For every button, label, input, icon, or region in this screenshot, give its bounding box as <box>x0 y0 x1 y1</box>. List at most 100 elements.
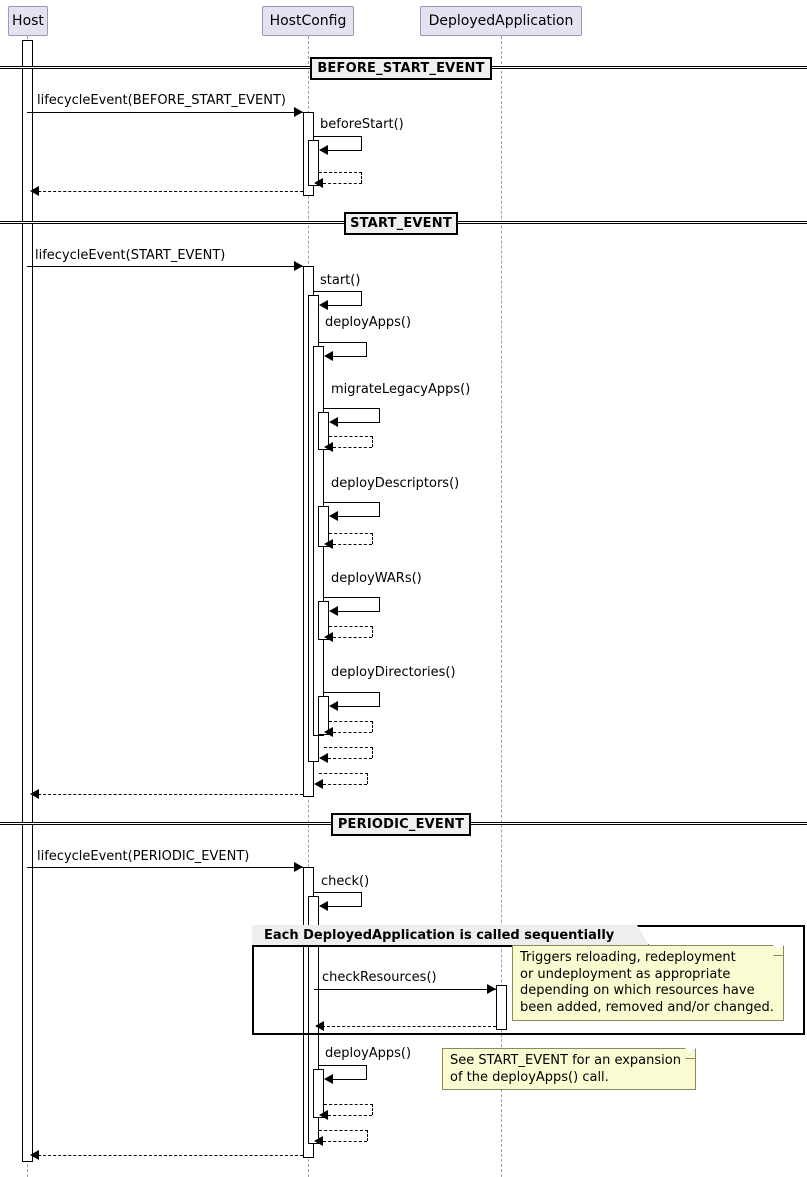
note-check-resources: Triggers reloading, redeployment or unde… <box>512 945 784 1021</box>
message-label-checkresources: checkResources() <box>322 970 437 985</box>
message-arrow-deploywars <box>329 606 338 616</box>
message-arrow-deploydirectories-return <box>324 727 333 737</box>
message-arrow-deployapps-start <box>324 351 333 361</box>
message-line-deployapps-periodic-bottom <box>328 1079 367 1080</box>
message-line-deploydescriptors-right <box>379 502 380 516</box>
message-line-checkresources <box>314 989 496 990</box>
divider-periodic-event-label: PERIODIC_EVENT <box>337 817 465 832</box>
message-arrow-deployapps-periodic <box>324 1074 333 1084</box>
message-arrow-start-return <box>314 779 323 789</box>
message-line-deployapps-start-top <box>319 342 367 343</box>
message-line-before-start-bottom <box>323 150 362 151</box>
message-line-deployapps-start-return-right <box>372 747 373 758</box>
message-line-check-right <box>361 892 362 906</box>
activation-hostconfig-before-start-self <box>308 140 319 186</box>
message-line-start-return-right <box>367 773 368 784</box>
participant-deployedapplication[interactable]: DeployedApplication <box>420 6 582 36</box>
message-line-checkresources-return <box>322 1026 496 1027</box>
participant-hostconfig[interactable]: HostConfig <box>262 6 354 36</box>
message-line-before-start-return-top <box>319 172 362 173</box>
message-line-migratelegacyapps-return-top <box>329 436 373 437</box>
message-line-deployapps-start-return-bottom <box>328 758 372 759</box>
message-arrow-checkresources-return <box>315 1021 324 1031</box>
participant-host[interactable]: Host <box>8 6 48 36</box>
message-line-start-return-bottom <box>323 784 367 785</box>
message-arrow-start <box>319 300 328 310</box>
activation-hostconfig-deploywars <box>318 601 329 640</box>
message-arrow-return-to-host-3 <box>30 1150 39 1160</box>
message-label-deploywars: deployWARs() <box>331 571 422 586</box>
message-line-deploydirectories-right <box>379 692 380 706</box>
participant-hostconfig-label: HostConfig <box>269 13 347 29</box>
divider-periodic-event: PERIODIC_EVENT <box>331 813 471 836</box>
message-line-check-return-right <box>367 1130 368 1141</box>
note-deploy-apps: See START_EVENT for an expansion of the … <box>442 1048 696 1090</box>
message-label-lifecycle-before-start: lifecycleEvent(BEFORE_START_EVENT) <box>37 93 286 108</box>
message-line-before-start-top <box>314 136 362 137</box>
message-line-check-top <box>314 892 362 893</box>
message-line-deploywars-return-bottom <box>333 637 372 638</box>
message-arrow-migratelegacyapps-return <box>324 442 333 452</box>
message-line-deploywars-bottom <box>333 611 380 612</box>
message-line-deploydescriptors-top <box>324 502 380 503</box>
message-label-check: check() <box>321 874 370 889</box>
message-label-before-start: beforeStart() <box>320 117 404 132</box>
message-line-lifecycle-start <box>27 266 303 267</box>
message-line-deployapps-start-right <box>366 342 367 356</box>
message-line-deploydirectories-return-top <box>329 721 373 722</box>
message-line-deploywars-right <box>379 597 380 611</box>
message-line-deploywars-return-right <box>372 626 373 637</box>
message-arrow-deployapps-periodic-return <box>319 1110 328 1120</box>
divider-before-start-event-label: BEFORE_START_EVENT <box>317 61 485 76</box>
message-line-deploydirectories-return-bottom <box>333 732 372 733</box>
message-arrow-return-to-host-1 <box>30 186 39 196</box>
message-arrow-checkresources <box>487 984 496 994</box>
divider-start-event: START_EVENT <box>344 212 458 235</box>
message-line-deploywars-return-top <box>329 626 373 627</box>
message-line-migratelegacyapps-bottom <box>333 422 380 423</box>
message-line-start-right <box>361 291 362 305</box>
message-arrow-deploywars-return <box>324 632 333 642</box>
activation-deployedapplication-checkresources <box>496 985 507 1030</box>
message-label-deploydescriptors: deployDescriptors() <box>331 476 460 491</box>
group-header-loop: Each DeployedApplication is called seque… <box>252 925 650 947</box>
message-line-lifecycle-before-start <box>27 112 303 113</box>
message-label-migratelegacyapps: migrateLegacyApps() <box>331 382 471 397</box>
message-arrow-return-to-host-2 <box>30 789 39 799</box>
activation-host <box>22 40 33 1162</box>
group-header-loop-label: Each DeployedApplication is called seque… <box>264 927 615 943</box>
message-line-migratelegacyapps-right <box>379 408 380 422</box>
message-arrow-deploydescriptors <box>329 511 338 521</box>
message-line-check-return-bottom <box>323 1141 367 1142</box>
message-arrow-migratelegacyapps <box>329 417 338 427</box>
message-line-deploydescriptors-bottom <box>333 516 380 517</box>
lifeline-deployedapplication <box>501 36 502 1177</box>
message-line-deploywars-top <box>324 597 380 598</box>
message-arrow-before-start-return <box>314 178 323 188</box>
message-line-deployapps-start-return-top <box>324 747 373 748</box>
message-line-start-top <box>314 291 362 292</box>
message-arrow-lifecycle-periodic <box>294 862 303 872</box>
message-arrow-deploydescriptors-return <box>324 539 333 549</box>
activation-hostconfig-deploydirectories <box>318 696 329 735</box>
message-line-return-to-host-1 <box>33 191 303 192</box>
participant-deployedapplication-label: DeployedApplication <box>428 13 574 29</box>
message-line-deployapps-periodic-return-top <box>324 1104 373 1105</box>
activation-hostconfig-periodic-deployapps <box>313 1069 324 1118</box>
message-label-deploydirectories: deployDirectories() <box>331 665 456 680</box>
message-line-start-return-top <box>319 773 368 774</box>
activation-hostconfig-deploydescriptors <box>318 506 329 547</box>
message-line-deployapps-periodic-return-right <box>372 1104 373 1115</box>
message-label-deployapps-start: deployApps() <box>325 315 412 330</box>
message-arrow-deploydirectories <box>329 701 338 711</box>
message-line-return-to-host-3 <box>33 1155 303 1156</box>
activation-hostconfig-migratelegacyapps <box>318 412 329 450</box>
message-arrow-before-start <box>319 145 328 155</box>
message-line-deployapps-periodic-right <box>366 1065 367 1079</box>
message-line-check-bottom <box>323 906 362 907</box>
message-line-before-start-right <box>361 136 362 150</box>
message-line-start-bottom <box>323 305 362 306</box>
message-line-check-return-top <box>319 1130 368 1131</box>
message-line-migratelegacyapps-top <box>324 408 380 409</box>
message-label-lifecycle-start: lifecycleEvent(START_EVENT) <box>35 248 226 263</box>
